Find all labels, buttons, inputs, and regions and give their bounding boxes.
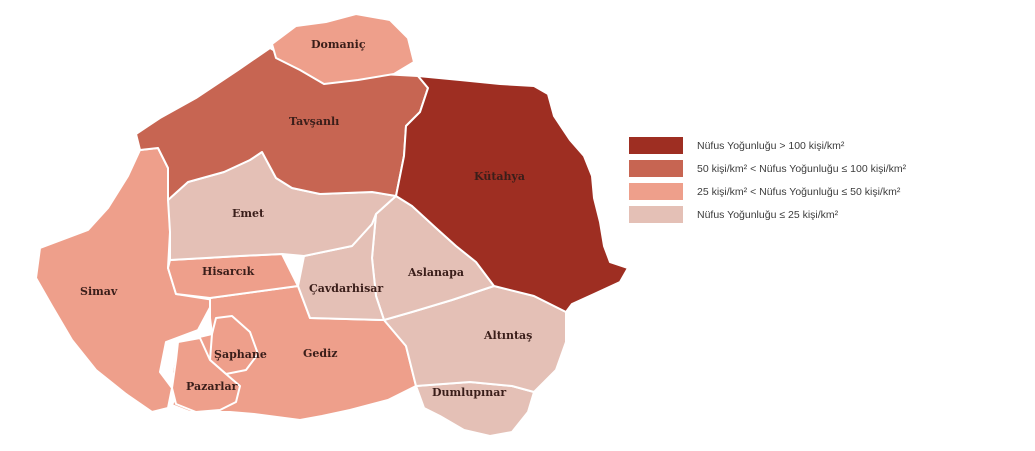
legend-item: Nüfus Yoğunluğu > 100 kişi/km² [629, 134, 906, 157]
label-layer: Domaniç Tavşanlı Kütahya Emet Hisarcık Ç… [80, 38, 532, 399]
label-saphane: Şaphane [214, 348, 267, 361]
label-tavsanli: Tavşanlı [289, 115, 339, 128]
label-aslanapa: Aslanapa [407, 266, 464, 279]
label-pazarlar: Pazarlar [186, 380, 238, 393]
district-domanic[interactable] [271, 13, 415, 85]
label-simav: Simav [80, 285, 118, 298]
legend-label-very-high: Nüfus Yoğunluğu > 100 kişi/km² [697, 139, 845, 152]
label-cavdarhisar: Çavdarhisar [309, 282, 383, 295]
legend-item: 25 kişi/km² < Nüfus Yoğunluğu ≤ 50 kişi/… [629, 180, 906, 203]
legend-label-high: 50 kişi/km² < Nüfus Yoğunluğu ≤ 100 kişi… [697, 162, 907, 175]
label-altintas: Altıntaş [483, 329, 532, 342]
label-emet: Emet [232, 207, 265, 220]
district-pazarlar[interactable] [171, 337, 241, 413]
legend-label-low: Nüfus Yoğunluğu ≤ 25 kişi/km² [697, 208, 839, 221]
district-simav[interactable] [35, 147, 215, 413]
legend-swatch-medium [629, 183, 683, 200]
label-gediz: Gediz [303, 347, 338, 360]
label-kutahya: Kütahya [474, 170, 525, 183]
legend-item: Nüfus Yoğunluğu ≤ 25 kişi/km² [629, 203, 906, 226]
legend-swatch-high [629, 160, 683, 177]
legend-item: 50 kişi/km² < Nüfus Yoğunluğu ≤ 100 kişi… [629, 157, 906, 180]
label-dumlupinar: Dumlupınar [432, 386, 506, 399]
label-domanic: Domaniç [311, 38, 366, 51]
label-hisarcik: Hisarcık [202, 265, 255, 278]
district-layer [35, 13, 629, 437]
map-legend: Nüfus Yoğunluğu > 100 kişi/km² 50 kişi/k… [629, 134, 906, 226]
legend-swatch-very-high [629, 137, 683, 154]
legend-label-medium: 25 kişi/km² < Nüfus Yoğunluğu ≤ 50 kişi/… [697, 185, 901, 198]
legend-swatch-low [629, 206, 683, 223]
district-kutahya[interactable] [395, 75, 629, 313]
